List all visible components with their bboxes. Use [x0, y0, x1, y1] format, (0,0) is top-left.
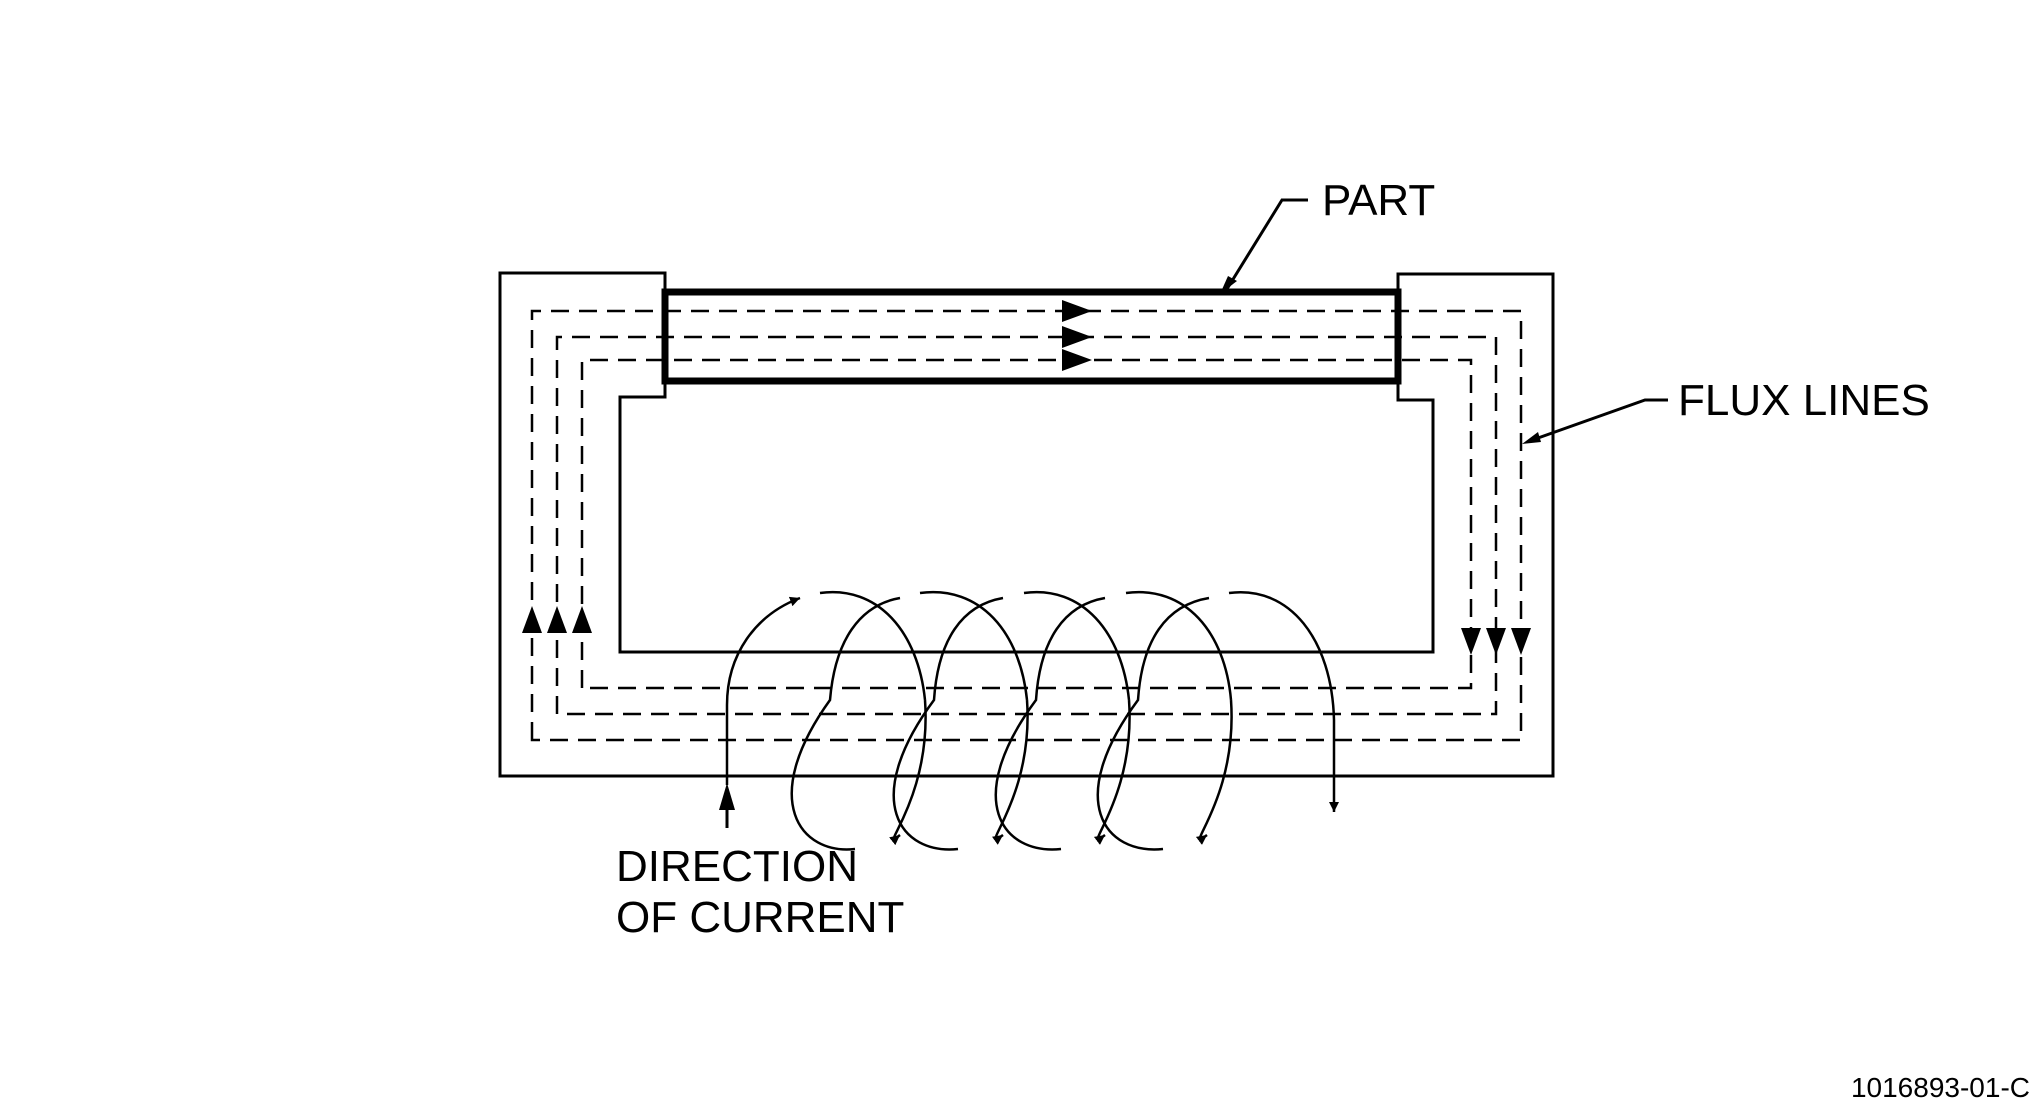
coil-back-arc	[889, 699, 927, 846]
coil-front-arc	[919, 590, 1029, 701]
flux-lines-label: FLUX LINES	[1678, 376, 1930, 425]
right-arrow-icon	[1062, 349, 1092, 371]
down-arrow-icon	[1486, 628, 1506, 655]
coil-front-arc	[1125, 590, 1233, 701]
part-leader-arrow-icon	[1220, 276, 1237, 294]
right-arrow-icon	[1062, 326, 1092, 348]
coil-back-arc	[1195, 699, 1233, 845]
coil-back-arc	[1096, 596, 1210, 851]
coil-front-arc	[819, 590, 927, 701]
coil-back-arc	[994, 596, 1106, 851]
figure-id: 1016893-01-C	[1851, 1072, 2030, 1103]
down-arrow-icon	[1461, 628, 1481, 655]
coil-back-arc	[790, 596, 901, 851]
coil-lead-in	[725, 596, 801, 785]
coil-back-arc	[892, 596, 1004, 851]
up-arrow-icon	[719, 783, 735, 810]
coil-lead-out	[1228, 590, 1339, 812]
up-arrow-icon	[522, 606, 542, 633]
yoke-outline	[498, 271, 1555, 778]
part-flux-arrows	[1062, 300, 1092, 371]
up-arrow-icon	[547, 606, 567, 633]
right-arrow-icon	[1062, 300, 1092, 322]
flux-lines	[530, 309, 1523, 742]
flux-line-middle	[555, 335, 1498, 716]
up-arrow-icon	[572, 606, 592, 633]
direction-of-current-label-line2: OF CURRENT	[616, 893, 904, 942]
flux-line-inner	[580, 358, 1473, 690]
current-coil	[725, 590, 1339, 851]
part-leader-line	[1225, 198, 1308, 290]
down-arrow-icon	[1511, 628, 1531, 655]
coil-back-arc	[1093, 699, 1131, 845]
part-label: PART	[1322, 176, 1435, 225]
left-leg-flux-arrows	[522, 606, 592, 633]
coil-front-arc	[1023, 590, 1131, 701]
flux-leader-arrow-icon	[1522, 432, 1541, 444]
flux-leader-line	[1537, 398, 1668, 440]
direction-of-current-label-line1: DIRECTION	[616, 842, 858, 891]
coil-back-arc	[991, 699, 1029, 845]
right-leg-flux-arrows	[1461, 628, 1531, 655]
flux-line-outer	[530, 309, 1523, 742]
direction-arrow	[719, 783, 735, 828]
